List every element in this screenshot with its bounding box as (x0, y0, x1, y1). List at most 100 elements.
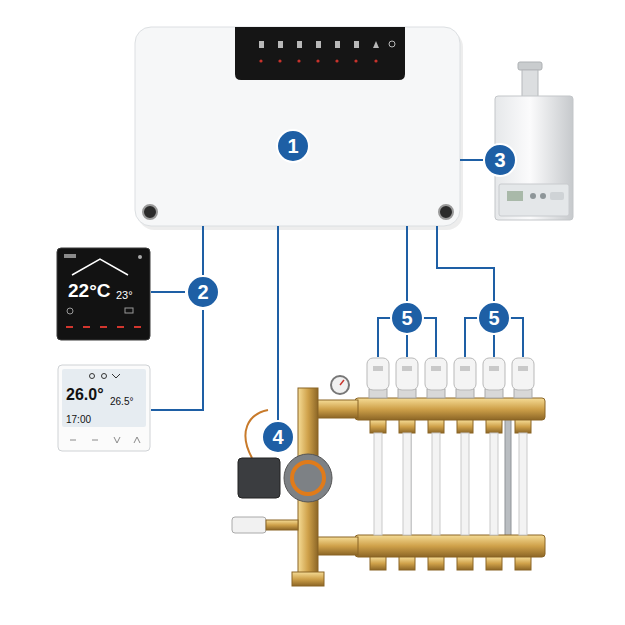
touch-button (66, 326, 73, 328)
pipe-nut (428, 557, 444, 570)
screw (439, 205, 453, 219)
actuator-loop (483, 358, 505, 570)
floor-pipe (490, 433, 498, 535)
actuator (425, 358, 447, 390)
status-led (335, 59, 338, 62)
thermostat-display (62, 369, 146, 427)
callout-circle: 5 (477, 301, 511, 335)
floor-pipe (374, 433, 382, 535)
display-reading: 26.5° (110, 396, 133, 407)
actuator-window (489, 366, 499, 371)
touch-button (134, 326, 141, 328)
valve-body (266, 520, 298, 530)
flue-cap (518, 62, 542, 70)
callout-circle: 5 (390, 301, 424, 335)
callout-number: 5 (401, 308, 412, 328)
display-icon (138, 255, 142, 259)
touch-button (100, 326, 107, 328)
zone-icon (335, 41, 340, 48)
leader-line (151, 291, 185, 293)
callout-circle: 3 (483, 143, 517, 177)
return-connector (318, 537, 358, 555)
display-icon (67, 308, 73, 314)
touch-button (83, 326, 90, 328)
display-reading-holder: 26.5° (110, 391, 133, 409)
actuator (454, 358, 476, 390)
control-wire (460, 159, 483, 161)
display-icon (112, 374, 120, 378)
callout-number: 4 (272, 427, 283, 447)
control-wire (406, 226, 408, 301)
callout-circle: 2 (186, 275, 220, 309)
actuator-loop (396, 358, 418, 570)
control-wire (437, 226, 494, 301)
thermostat-white (58, 365, 150, 451)
boiler-switch (550, 192, 564, 200)
display-icon (90, 374, 95, 379)
pipe-nut (486, 557, 502, 570)
flue-pipe (522, 70, 538, 97)
pipe-nut (457, 420, 473, 433)
boiler-knob (540, 193, 546, 199)
pipe-nut (428, 420, 444, 433)
pipe-nut (370, 557, 386, 570)
supply-connector (318, 400, 358, 418)
zone-icon (259, 41, 264, 48)
status-led (354, 59, 357, 62)
display-reading-holder: 26.0° (66, 386, 104, 404)
display-reading-holder: 17:00 (66, 409, 91, 427)
gauge-needle (340, 380, 344, 385)
callout-number: 2 (197, 282, 208, 302)
actuator (512, 358, 534, 390)
boiler-display (507, 191, 523, 201)
actuator-loop (454, 358, 476, 570)
inlet-fitting (292, 572, 324, 586)
pipe-nut (399, 420, 415, 433)
callout-number: 3 (494, 150, 505, 170)
pipe-nut (457, 557, 473, 570)
status-led (278, 59, 281, 62)
actuator-loop (425, 358, 447, 570)
led-panel (235, 27, 405, 80)
boiler-panel (499, 184, 569, 216)
zone-icon (278, 41, 283, 48)
display-icon (102, 374, 107, 379)
zone-icon (316, 41, 321, 48)
supply-manifold (355, 398, 545, 420)
actuator (367, 358, 389, 390)
status-led (316, 59, 319, 62)
pump-ring (292, 462, 324, 494)
display-reading-holder: 22°C (68, 281, 110, 301)
callout-circle: 4 (261, 420, 295, 454)
actuator (483, 358, 505, 390)
floor-pipe (519, 433, 527, 535)
controller-housing (135, 27, 460, 226)
controller-box: 1 (135, 27, 460, 226)
callout-badge: 1 (276, 129, 310, 163)
actuator-window (402, 366, 412, 371)
manifold-bracket (505, 418, 511, 538)
actuator-loop (367, 358, 389, 570)
screw (143, 205, 157, 219)
pipe-nut (515, 420, 531, 433)
zone-icon (297, 41, 302, 48)
floor-pipe (403, 433, 411, 535)
control-wire (202, 226, 204, 275)
actuator (396, 358, 418, 390)
pressure-gauge (331, 376, 349, 394)
circulation-pump (284, 454, 332, 502)
status-led (374, 59, 377, 62)
display-reading: 22°C (68, 280, 110, 301)
actuator-window (373, 366, 383, 371)
display-icon (64, 254, 76, 258)
pipe-nut (486, 420, 502, 433)
zone-icon (354, 41, 359, 48)
return-manifold (355, 535, 545, 557)
display-reading: 26.0° (66, 386, 104, 403)
display-reading: 23° (116, 289, 133, 301)
callout-number: 1 (287, 136, 298, 156)
